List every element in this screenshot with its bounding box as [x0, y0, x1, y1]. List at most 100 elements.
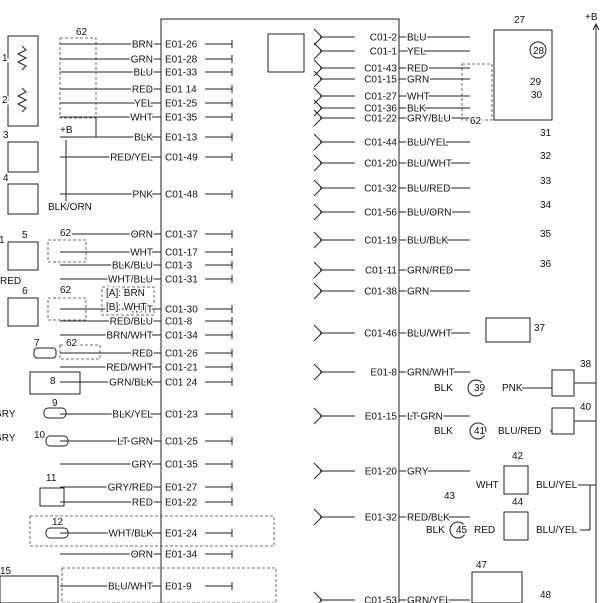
- component-number: 44: [512, 497, 524, 508]
- left-wire-color: RED/YEL: [110, 153, 153, 164]
- right-wire-transistor: [313, 203, 323, 221]
- left-wire-color: GRN: [131, 55, 153, 66]
- right-wire-pin: C01-1: [370, 47, 398, 58]
- component-number: 47: [476, 560, 488, 571]
- component-number: 27: [514, 15, 526, 26]
- diagram-label: BLK/ORN: [48, 202, 92, 213]
- left-wire-pin: C01-17: [165, 248, 198, 259]
- component-8-box: [29, 371, 81, 395]
- diagram-label: GRY: [0, 433, 16, 444]
- left-wire-color: LT GRN: [117, 437, 153, 448]
- diagram-label: 41: [474, 426, 486, 437]
- right-wire-color: GRN/RED: [407, 266, 453, 277]
- right-wire-color: BLU/ORN: [407, 208, 451, 219]
- component-number: 33: [540, 176, 552, 187]
- right-wire-pin: C01-44: [364, 138, 397, 149]
- component-number: 31: [540, 128, 552, 139]
- right-wire-transistor: [313, 324, 323, 342]
- component-9-box: [43, 407, 67, 419]
- right-wire-color: GRY: [407, 467, 429, 478]
- right-wire-color: BLU/YEL: [407, 138, 449, 149]
- component-41-circle: [469, 422, 487, 440]
- shield-62-right: [461, 63, 493, 121]
- left-wire-color: WHT: [130, 248, 153, 259]
- right-wire-color: BLU/WHT: [407, 329, 452, 340]
- right-wire-transistor: [313, 133, 323, 151]
- left-wire-pin: C01-30: [165, 305, 198, 316]
- right-wire-transistor: [313, 70, 323, 88]
- right-wire-transistor: [313, 407, 323, 425]
- left-wire-color: BLU: [134, 68, 153, 79]
- component-37-box: [485, 317, 531, 343]
- left-wire-pin: E01-34: [165, 550, 198, 561]
- component-4-box: [7, 183, 39, 215]
- component-39-circle: [467, 379, 485, 397]
- component-number: 40: [580, 402, 592, 413]
- right-wire-transistor: [313, 462, 323, 480]
- component-number: 8: [50, 376, 56, 387]
- left-wire-pin: E01-33: [165, 68, 198, 79]
- component-number: 29: [530, 77, 542, 88]
- left-wire-color: WHT: [130, 305, 153, 316]
- component-15-box: [0, 575, 59, 603]
- left-wire-color: WHT/BLK: [109, 529, 154, 540]
- left-wire-pin: E01-13: [165, 133, 198, 144]
- diagram-label: 62: [470, 116, 482, 127]
- diagram-label: 62: [66, 338, 78, 349]
- diagram-label: +B: [60, 125, 73, 136]
- right-wire-pin: C01-19: [364, 236, 397, 247]
- component-number: 37: [534, 323, 546, 334]
- right-wire-pin: C01-36: [364, 104, 397, 115]
- left-wire-pin: E01-35: [165, 113, 198, 124]
- left-wire-color: BLK: [134, 133, 153, 144]
- left-wire-pin: C01-49: [165, 153, 198, 164]
- right-wire-pin: E01-20: [365, 467, 398, 478]
- diagram-label: BLU/YEL: [536, 480, 578, 491]
- component-27-box: [493, 29, 553, 121]
- diagram-label: 39: [474, 383, 486, 394]
- relay-42-box: [503, 465, 529, 495]
- component-number: 42: [512, 451, 524, 462]
- right-wire-pin: E01-8: [370, 368, 397, 379]
- diagram-label: 2: [2, 95, 8, 106]
- component-number: 12: [52, 517, 64, 528]
- left-wire-color: RED/WHT: [106, 363, 153, 374]
- component-number: 6: [22, 286, 28, 297]
- left-wire-pin: E01-28: [165, 55, 198, 66]
- left-wire-pin: C01-48: [165, 190, 198, 201]
- left-wire-pin: E01-9: [165, 582, 192, 593]
- ab-note-box: [101, 286, 155, 316]
- right-wire-pin: C01-46: [364, 329, 397, 340]
- right-wire-pin: C01-2: [370, 33, 398, 44]
- right-wire-color: GRY/BLU: [407, 114, 451, 125]
- component-number: 35: [540, 229, 552, 240]
- left-wire-pin: E01 14: [165, 85, 197, 96]
- component-number: 15: [0, 566, 12, 577]
- right-wire-pin: C01-20: [364, 159, 397, 170]
- right-wire-transistor: [313, 42, 323, 60]
- component-5-box: [7, 241, 39, 271]
- resistor-1: [16, 45, 28, 71]
- battery-rail-arrow: [592, 22, 600, 31]
- component-number: 4: [3, 173, 9, 184]
- sensor-box-1-2: [7, 35, 39, 127]
- left-wire-color: YEL: [134, 99, 153, 110]
- right-wire-pin: E01-32: [365, 513, 398, 524]
- ecu-block: [160, 18, 400, 603]
- right-wire-transistor: [313, 261, 323, 279]
- component-number: 11: [46, 473, 57, 484]
- component-number: 36: [540, 259, 552, 270]
- component-number: 43: [444, 491, 456, 502]
- diagram-label: BLK: [434, 426, 453, 437]
- right-wire-transistor: [313, 154, 323, 172]
- relay-38-box: [551, 369, 575, 397]
- diagram-label: WHT: [476, 480, 499, 491]
- right-wire-transistor: [313, 363, 323, 381]
- left-wire-color: BLK/YEL: [112, 410, 153, 421]
- shield-62-7: [59, 344, 101, 360]
- diagram-label: 28: [533, 46, 545, 57]
